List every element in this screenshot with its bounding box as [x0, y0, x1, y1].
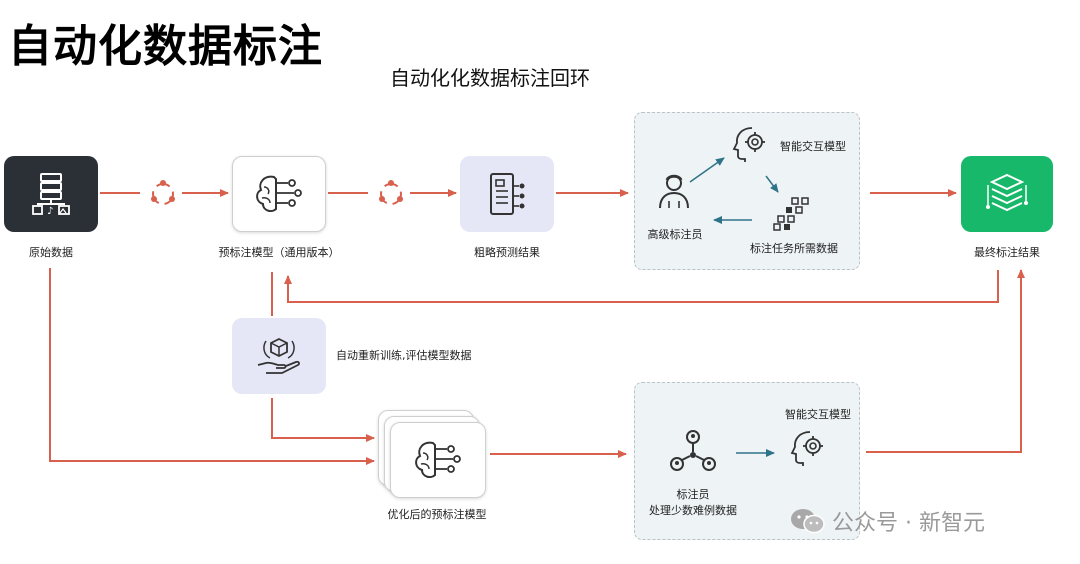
senior-annotator-label: 高级标注员	[647, 228, 703, 241]
rough-result-node	[460, 156, 554, 232]
team-network-icon	[670, 430, 716, 471]
svg-text:♪: ♪	[47, 206, 53, 217]
teal-arrow-annotator-to-model	[689, 157, 725, 183]
wechat-icon	[791, 509, 825, 534]
cycle-icon	[379, 180, 403, 205]
layers-stack-icon	[986, 173, 1028, 212]
arrow-raw-to-optimized	[49, 268, 375, 465]
raw-data-label: 原始数据	[29, 246, 73, 259]
page-title: 自动化数据标注	[8, 21, 323, 72]
hard-cases-label: 处理少数难例数据	[649, 504, 737, 517]
task-data-label: 标注任务所需数据	[750, 242, 838, 255]
watermark-text: 公众号 · 新智元	[832, 511, 985, 536]
retrain-label: 自动重新训练,评估模型数据	[336, 349, 472, 362]
retrain-node	[232, 318, 326, 394]
smart-model-bottom-label: 智能交互模型	[785, 408, 851, 421]
document-tree-icon	[490, 173, 525, 215]
diagram-subtitle: 自动化化数据标注回环	[390, 66, 590, 90]
pre-model-label: 预标注模型（通用版本）	[218, 246, 340, 259]
ai-brain-icon	[256, 175, 302, 213]
teal-arrow-model-to-data	[765, 175, 779, 193]
final-result-label: 最终标注结果	[974, 246, 1040, 259]
ai-head-icon	[732, 127, 765, 162]
smart-model-top-label: 智能交互模型	[780, 140, 846, 153]
watermark: 公众号 · 新智元	[790, 505, 985, 537]
database-icon: ♪	[32, 173, 70, 217]
optimized-model-label: 优化后的预标注模型	[387, 508, 487, 521]
ai-head-icon	[790, 431, 823, 466]
cycle-icon	[151, 180, 175, 205]
feedback-final-to-pre-model	[284, 270, 999, 303]
annotator-label: 标注员	[676, 488, 710, 501]
data-blocks-icon	[773, 197, 809, 231]
pre-model-node	[232, 156, 326, 232]
rough-result-label: 粗略预测结果	[474, 246, 540, 259]
arrow-panel-to-final-bottom	[866, 269, 1025, 453]
ai-brain-icon	[415, 441, 461, 479]
optimized-model-node	[390, 422, 486, 498]
raw-data-node: ♪	[4, 156, 98, 232]
person-icon	[659, 174, 689, 209]
hard-case-panel	[634, 382, 860, 540]
arrow-retrain-to-optimized	[271, 398, 375, 442]
final-result-node	[961, 156, 1053, 232]
hand-cube-icon	[257, 337, 300, 374]
senior-annotation-panel	[634, 112, 860, 270]
